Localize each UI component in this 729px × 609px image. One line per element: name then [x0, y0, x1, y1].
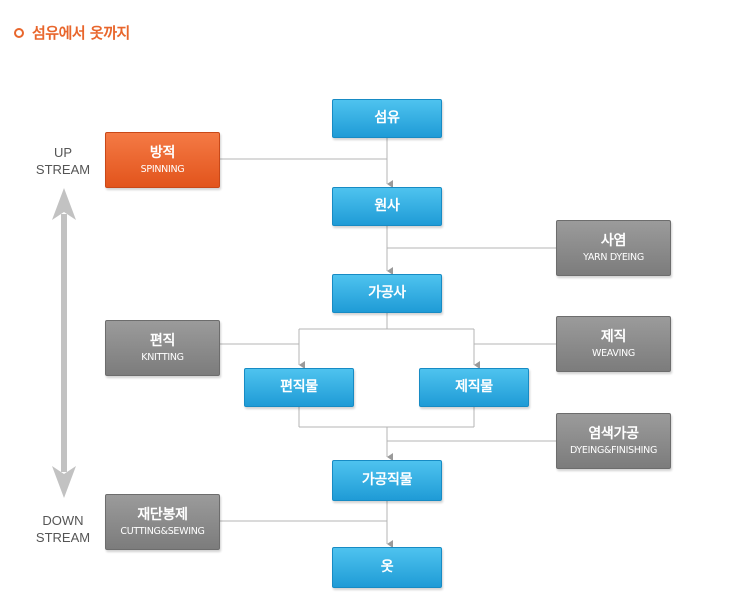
node-fiber: 섬유 [332, 99, 442, 138]
up-stream-label: UP STREAM [28, 144, 98, 178]
down-stream-label: DOWN STREAM [28, 512, 98, 546]
node-fiber-label: 섬유 [374, 110, 400, 126]
node-processed-yarn: 가공사 [332, 274, 442, 313]
down-stream-line1: DOWN [42, 513, 84, 528]
process-yarn-dyeing-sublabel: YARN DYEING [583, 251, 644, 263]
process-weaving: 제직 WEAVING [556, 316, 671, 372]
process-knitting: 편직 KNITTING [105, 320, 220, 376]
process-yarn-dyeing: 사염 YARN DYEING [556, 220, 671, 276]
process-cutting-sewing-sublabel: CUTTING&SEWING [120, 525, 205, 537]
node-yarn-label: 원사 [374, 198, 400, 214]
process-dyeing-finishing-label: 염색가공 [588, 425, 639, 442]
page-title: 섬유에서 옷까지 [14, 22, 130, 43]
process-spinning-sublabel: SPINNING [140, 163, 185, 175]
process-cutting-sewing-label: 재단봉제 [137, 506, 188, 523]
node-knit-fabric-label: 편직물 [280, 379, 318, 395]
node-clothes-label: 옷 [380, 559, 394, 575]
node-woven-fabric-label: 제직물 [455, 379, 493, 395]
node-yarn: 원사 [332, 187, 442, 226]
node-knit-fabric: 편직물 [244, 368, 354, 407]
node-processed-yarn-label: 가공사 [368, 285, 406, 301]
process-dyeing-finishing: 염색가공 DYEING&FINISHING [556, 413, 671, 469]
process-cutting-sewing: 재단봉제 CUTTING&SEWING [105, 494, 220, 550]
process-weaving-label: 제직 [600, 328, 627, 345]
up-down-stream-arrow-icon [52, 188, 76, 498]
process-knitting-sublabel: KNITTING [141, 351, 184, 363]
node-woven-fabric: 제직물 [419, 368, 529, 407]
process-yarn-dyeing-label: 사염 [600, 232, 627, 249]
process-spinning: 방적 SPINNING [105, 132, 220, 188]
node-processed-fabric: 가공직물 [332, 460, 442, 501]
circle-bullet-icon [14, 27, 24, 38]
node-processed-fabric-label: 가공직물 [361, 472, 413, 488]
node-clothes: 옷 [332, 547, 442, 588]
process-weaving-sublabel: WEAVING [592, 347, 635, 359]
page-title-text: 섬유에서 옷까지 [32, 24, 130, 42]
up-stream-line2: STREAM [35, 162, 91, 177]
down-stream-line2: STREAM [35, 530, 91, 545]
process-spinning-label: 방적 [149, 144, 176, 161]
up-stream-line1: UP [53, 145, 73, 160]
process-dyeing-finishing-sublabel: DYEING&FINISHING [569, 444, 658, 456]
process-knitting-label: 편직 [149, 332, 176, 349]
